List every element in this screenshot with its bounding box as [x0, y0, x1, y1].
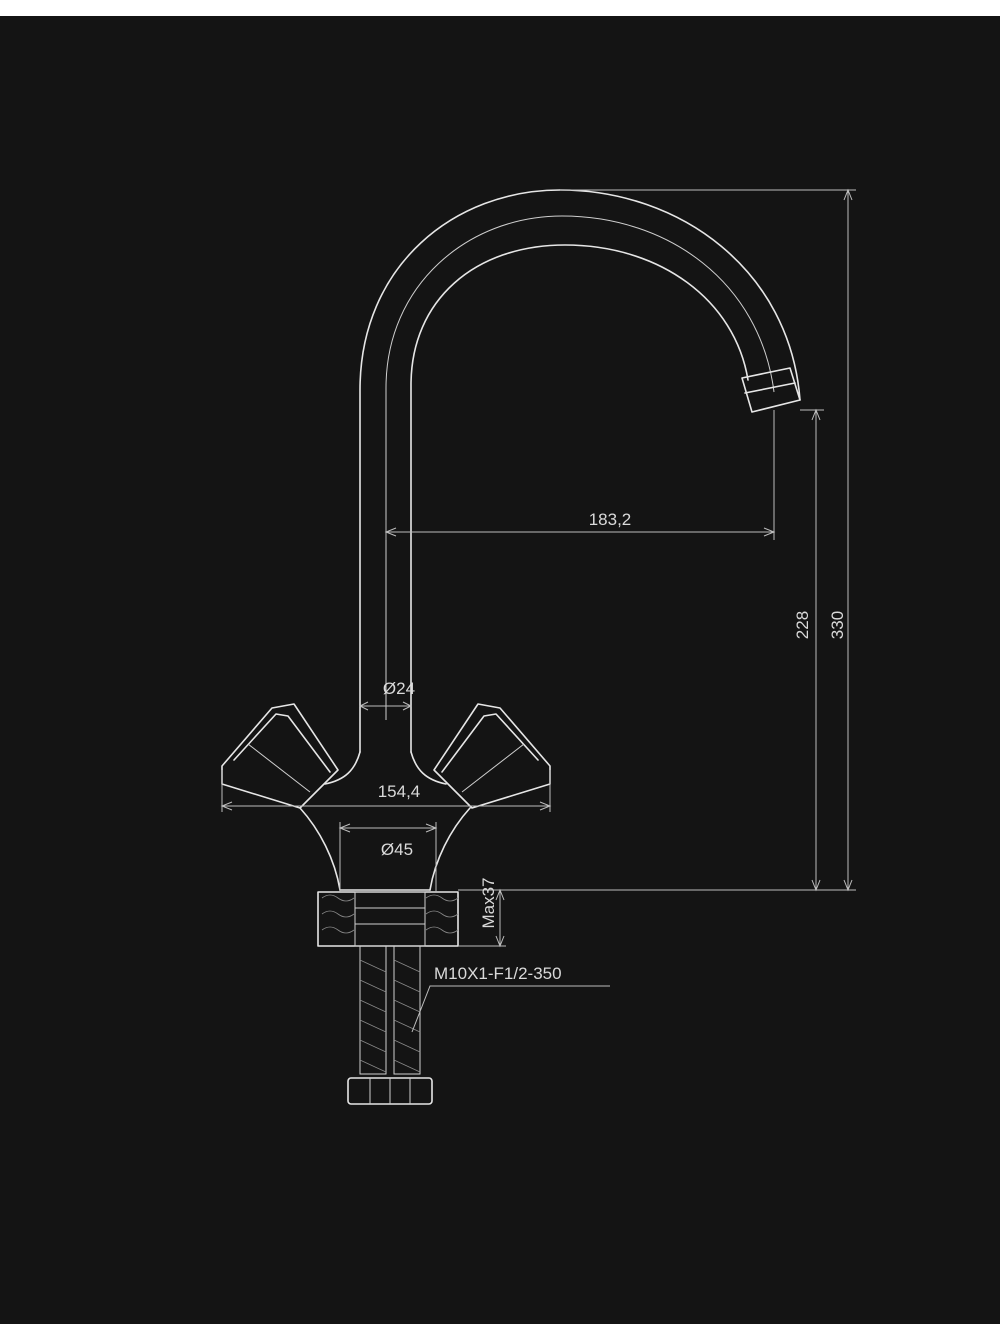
hose-spec-callout: M10X1-F1/2-350	[411, 964, 610, 1033]
dimension-outlet-height: 228	[793, 408, 824, 892]
dimension-total-height: 330	[458, 188, 856, 892]
spout-reach-label: 183,2	[589, 510, 632, 529]
pipe-diameter-label: Ø24	[383, 679, 415, 698]
outlet-height-label: 228	[793, 611, 812, 639]
dimension-handle-span: 154,4	[220, 770, 552, 812]
dimension-pipe-diameter: Ø24	[358, 679, 415, 711]
faucet-spout	[359, 189, 801, 753]
dimension-body-diameter: Ø45	[338, 822, 438, 892]
drawing-sheet: 330 228 183,2 Ø24 154,4 Ø45	[0, 16, 1000, 1324]
max-thickness-label: Max37	[479, 877, 498, 928]
dimension-spout-reach: 183,2	[384, 410, 776, 540]
right-handle	[433, 703, 551, 809]
handle-span-label: 154,4	[378, 782, 421, 801]
total-height-label: 330	[828, 611, 847, 639]
supply-hoses	[347, 945, 433, 1105]
faucet-technical-drawing: 330 228 183,2 Ø24 154,4 Ø45	[220, 188, 856, 1105]
body-diameter-label: Ø45	[381, 840, 413, 859]
faucet-body	[299, 751, 471, 891]
left-handle	[221, 703, 339, 809]
dimension-max-thickness: Max37	[458, 877, 506, 948]
mounting-assembly	[317, 891, 459, 947]
hose-spec-label: M10X1-F1/2-350	[434, 964, 562, 983]
